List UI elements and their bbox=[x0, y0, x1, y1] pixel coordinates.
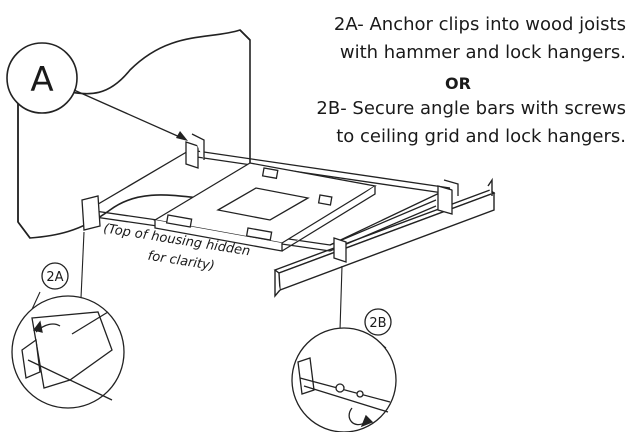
step-2a-line2: with hammer and lock hangers. bbox=[339, 42, 626, 63]
callout-a: A bbox=[6, 42, 188, 141]
step-2b-line2: to ceiling grid and lock hangers. bbox=[336, 126, 626, 147]
callout-2a-label: 2A bbox=[46, 270, 63, 285]
hanger-clips bbox=[81, 133, 459, 263]
or-label: OR bbox=[445, 74, 471, 93]
callout-a-label: A bbox=[30, 60, 53, 100]
detail-2b bbox=[291, 327, 397, 432]
step-2b-line1: 2B- Secure angle bars with screws bbox=[316, 98, 626, 119]
housing-frame bbox=[153, 162, 377, 252]
step-2a-line1: 2A- Anchor clips into wood joists bbox=[333, 14, 626, 35]
detail-2a bbox=[11, 295, 125, 409]
callout-2b-label: 2B bbox=[369, 316, 386, 331]
